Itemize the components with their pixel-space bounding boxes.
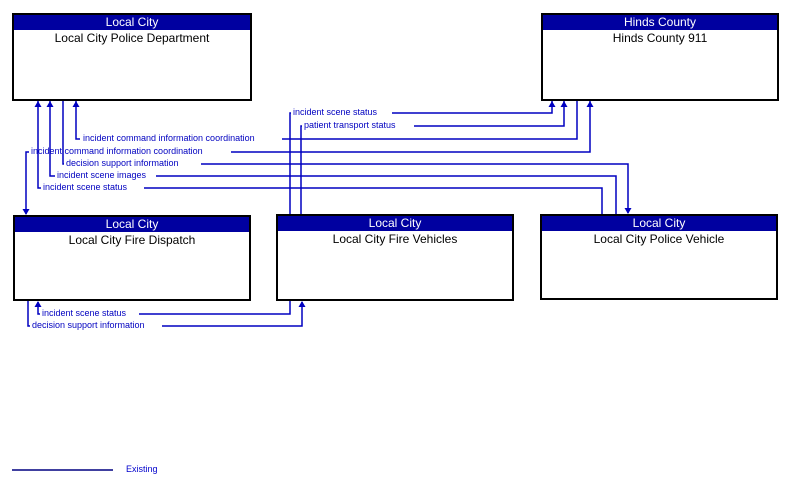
legend-existing-label: Existing xyxy=(126,464,158,474)
flow-label-incident-scene-status-fv-to-911: incident scene status xyxy=(293,107,378,117)
flow-label-incident-command-info-coordination-911-to-pd: incident command information coordinatio… xyxy=(83,133,255,143)
node-name-label: Local City Police Vehicle xyxy=(593,232,725,246)
arrowhead-incident-scene-images-pv-to-pd xyxy=(46,101,54,107)
node-header-jurisdiction: Hinds County xyxy=(543,15,777,30)
flow-label-decision-support-information-fd-to-fv: decision support information xyxy=(32,320,145,330)
flow-line-incident-scene-status-pv-to-pd xyxy=(144,187,603,214)
flow-label-incident-command-info-coordination-fd-911: incident command information coordinatio… xyxy=(31,146,203,156)
node-name-label: Hinds County 911 xyxy=(612,31,708,45)
flow-line-decision-support-information-fd-to-fv xyxy=(27,301,30,327)
arrowhead-incident-command-info-coordination-fd-911 xyxy=(22,209,30,215)
node-local-city-police-department[interactable]: Local City Local City Police Department xyxy=(12,13,252,101)
flow-line-decision-support-information-fd-to-fv xyxy=(162,302,303,327)
node-header-jurisdiction: Local City xyxy=(15,217,249,232)
flow-line-decision-support-information-pd-to-pv xyxy=(62,101,64,165)
node-local-city-fire-vehicles[interactable]: Local City Local City Fire Vehicles xyxy=(276,214,514,301)
flow-label-incident-scene-status-fv-to-fd: incident scene status xyxy=(42,308,127,318)
arrowhead-incident-command-info-coordination-fd-911 xyxy=(586,101,594,107)
node-name-label: Local City Police Department xyxy=(54,31,210,45)
arrowhead-decision-support-information-pd-to-pv xyxy=(624,208,632,214)
flow-line-incident-scene-status-fv-to-911 xyxy=(289,112,291,214)
flow-line-patient-transport-status-fv-to-911 xyxy=(414,101,565,127)
node-local-city-police-vehicle[interactable]: Local City Local City Police Vehicle xyxy=(540,214,778,300)
flow-label-decision-support-information-pd-to-pv: decision support information xyxy=(66,158,179,168)
arrowhead-incident-scene-status-fv-to-fd xyxy=(34,301,42,307)
flow-line-incident-scene-images-pv-to-pd xyxy=(49,101,55,177)
arrowhead-incident-scene-status-fv-to-911 xyxy=(548,101,556,107)
arrowhead-incident-command-info-coordination-911-to-pd xyxy=(72,101,80,107)
flow-label-incident-scene-images-pv-to-pd: incident scene images xyxy=(57,170,147,180)
node-header-jurisdiction: Local City xyxy=(14,15,250,30)
flow-line-decision-support-information-pd-to-pv xyxy=(201,163,629,213)
node-local-city-fire-dispatch[interactable]: Local City Local City Fire Dispatch xyxy=(13,215,251,301)
flow-line-incident-command-info-coordination-fd-911 xyxy=(25,151,29,214)
node-hinds-county-911[interactable]: Hinds County Hinds County 911 xyxy=(541,13,779,101)
flow-line-incident-scene-status-fv-to-fd xyxy=(139,301,291,315)
flow-line-patient-transport-status-fv-to-911 xyxy=(300,125,302,214)
node-header-jurisdiction: Local City xyxy=(542,216,776,231)
flow-line-incident-scene-images-pv-to-pd xyxy=(156,175,617,214)
arrowhead-patient-transport-status-fv-to-911 xyxy=(560,101,568,107)
flow-line-incident-command-info-coordination-911-to-pd xyxy=(75,101,80,140)
node-name-label: Local City Fire Vehicles xyxy=(332,232,458,246)
flow-label-patient-transport-status-fv-to-911: patient transport status xyxy=(304,120,396,130)
flow-line-incident-command-info-coordination-911-to-pd xyxy=(282,101,578,140)
node-name-label: Local City Fire Dispatch xyxy=(68,233,196,247)
node-header-jurisdiction: Local City xyxy=(278,216,512,231)
arrowhead-decision-support-information-fd-to-fv xyxy=(298,301,306,307)
flow-line-incident-command-info-coordination-fd-911 xyxy=(231,101,591,153)
flow-line-incident-scene-status-pv-to-pd xyxy=(37,101,41,189)
flow-line-incident-scene-status-fv-to-911 xyxy=(392,101,553,114)
flow-label-incident-scene-status-pv-to-pd: incident scene status xyxy=(43,182,128,192)
arrowhead-incident-scene-status-pv-to-pd xyxy=(34,101,42,107)
